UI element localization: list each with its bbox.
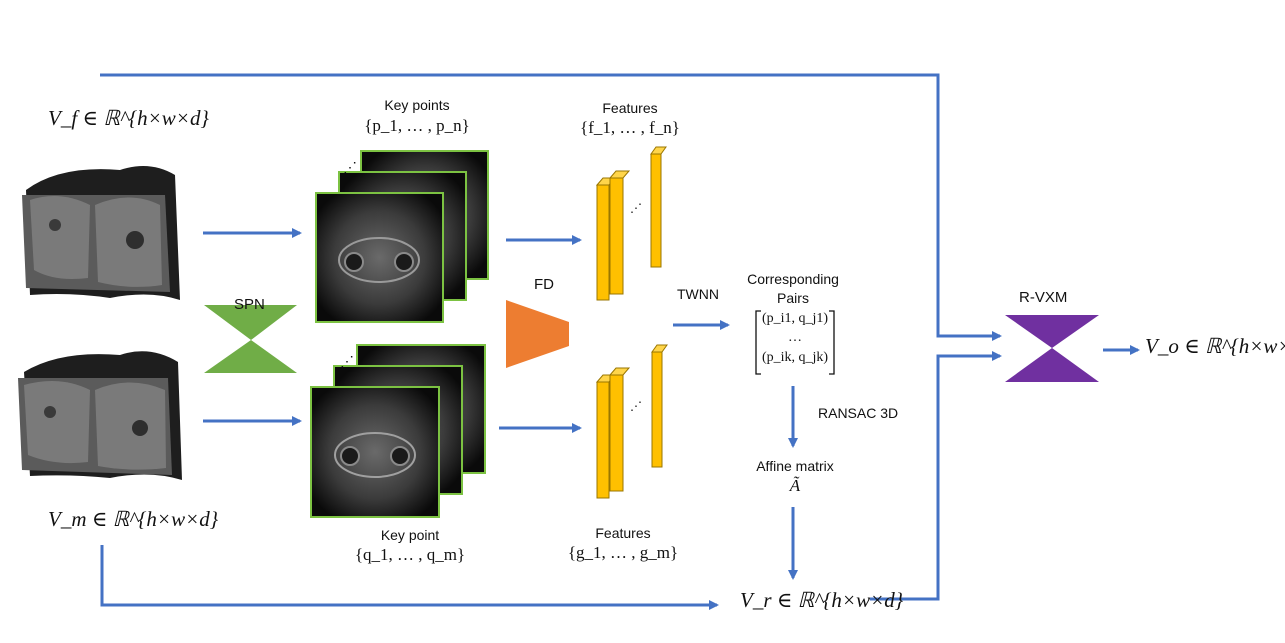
registered-volume-label: V_r ∈ ℝ^{h×w×d} [740, 588, 904, 612]
features-bottom-title: Features [595, 525, 651, 541]
affine-title: Affine matrix [756, 458, 834, 474]
svg-text:⋰: ⋰ [630, 399, 642, 413]
keypoints-top-title: Key points [384, 97, 450, 113]
feature-bars-bottom: ⋰ [595, 344, 668, 499]
rvxm-label: R-VXM [1019, 289, 1068, 306]
svg-text:⋰: ⋰ [343, 161, 357, 176]
pairs-row-2: … [788, 330, 802, 345]
arrow-moving-to-registered [100, 545, 719, 610]
pairs-title-line1: Corresponding [747, 271, 839, 287]
fd-label: FD [534, 276, 554, 293]
pairs-bracket-right [829, 310, 835, 375]
spn-network-shape [204, 305, 297, 373]
rvxm-network-shape [1005, 315, 1099, 382]
pairs-row-3: (p_ik, q_jk) [761, 350, 829, 365]
twnn-label: TWNN [677, 286, 719, 302]
fd-network-shape [506, 300, 569, 368]
affine-symbol: Ã [789, 476, 801, 495]
spn-label: SPN [234, 296, 265, 313]
arrow-fixed-to-rvxm [100, 73, 1002, 341]
output-volume-label: V_o ∈ ℝ^{h×w×d} [1145, 334, 1285, 358]
keypoints-top-set: {p_1, … , p_n} [364, 116, 470, 135]
pairs-title-line2: Pairs [777, 290, 809, 306]
features-top-title: Features [602, 100, 658, 116]
fixed-volume-image [22, 166, 180, 300]
fixed-volume-label: V_f ∈ ℝ^{h×w×d} [48, 106, 209, 130]
features-bottom-set: {g_1, … , g_m} [567, 543, 679, 562]
features-top-set: {f_1, … , f_n} [580, 118, 680, 137]
moving-volume-image [18, 351, 182, 480]
svg-text:⋰: ⋰ [340, 355, 354, 370]
ransac-label: RANSAC 3D [818, 405, 899, 421]
pairs-bracket-left [755, 310, 761, 375]
feature-bars-top: ⋰ [595, 146, 667, 301]
moving-volume-label: V_m ∈ ℝ^{h×w×d} [48, 507, 219, 531]
keypoint-stack-bottom: ⋰ [310, 344, 486, 518]
svg-text:⋰: ⋰ [630, 201, 642, 215]
keypoints-bottom-title: Key point [380, 527, 440, 543]
keypoints-bottom-set: {q_1, … , q_m} [354, 545, 466, 564]
pairs-row-1: (p_i1, q_j1) [761, 311, 829, 326]
arrow-registered-to-rvxm [870, 351, 1002, 601]
keypoint-stack-top: ⋰ [315, 150, 489, 323]
